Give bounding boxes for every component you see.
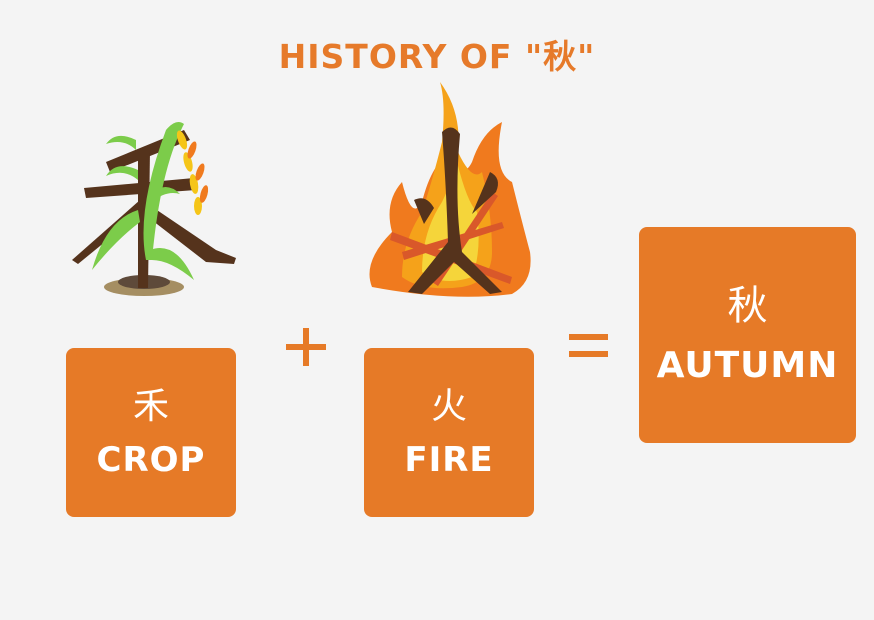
crop-label: CROP — [96, 439, 206, 480]
page-title: HISTORY OF "秋" — [278, 37, 596, 76]
autumn-label: AUTUMN — [656, 345, 839, 386]
fire-card: 火 FIRE — [364, 348, 534, 517]
campfire-icon — [369, 82, 531, 297]
autumn-kanji: 秋 — [727, 283, 768, 329]
autumn-card: 秋 AUTUMN — [639, 227, 856, 443]
plus-icon — [286, 328, 326, 366]
fire-label: FIRE — [404, 439, 494, 480]
fire-kanji: 火 — [430, 385, 467, 427]
crop-plant-icon — [72, 122, 236, 296]
crop-card: 禾 CROP — [66, 348, 236, 517]
equals-icon — [569, 334, 608, 357]
crop-kanji: 禾 — [132, 385, 169, 427]
